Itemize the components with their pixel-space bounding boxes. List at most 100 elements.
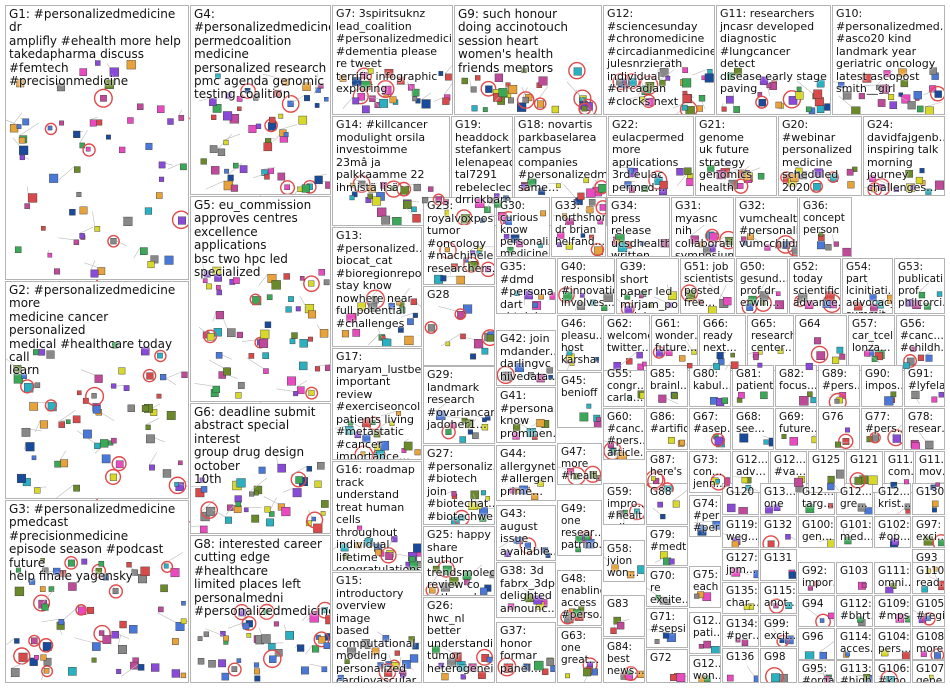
group-nodes bbox=[652, 338, 697, 369]
group-g98: G98 bbox=[760, 648, 797, 683]
self-loop bbox=[105, 468, 122, 486]
node-avatar bbox=[287, 376, 296, 386]
node-avatar bbox=[319, 329, 329, 338]
group-nodes bbox=[565, 350, 599, 370]
group-label: G51: job scientists posted free… bbox=[684, 261, 734, 309]
node-avatar bbox=[119, 620, 127, 629]
node-avatar bbox=[388, 303, 395, 310]
node-avatar bbox=[818, 231, 824, 237]
node-avatar bbox=[784, 635, 794, 645]
group-nodes bbox=[610, 616, 630, 634]
group-label: G12… #va… bbox=[774, 454, 806, 478]
node-avatar bbox=[924, 106, 934, 114]
group-label: G2: #personalizedmedicine more medicine … bbox=[9, 283, 176, 378]
group-nodes bbox=[930, 482, 944, 490]
node-avatar bbox=[864, 507, 872, 514]
node-avatar bbox=[725, 236, 733, 246]
group-g51: G51: job scientists posted free… bbox=[680, 258, 735, 314]
node-avatar bbox=[43, 657, 52, 666]
node-avatar bbox=[427, 324, 436, 332]
group-nodes bbox=[510, 416, 550, 440]
node-avatar bbox=[584, 534, 591, 541]
group-nodes bbox=[723, 533, 741, 547]
node-avatar bbox=[460, 214, 470, 224]
node-avatar bbox=[76, 390, 82, 396]
node-avatar bbox=[655, 349, 664, 357]
group-nodes bbox=[805, 337, 846, 370]
node-avatar bbox=[536, 373, 545, 383]
self-loop bbox=[838, 433, 854, 449]
node-avatar bbox=[921, 585, 928, 593]
group-nodes bbox=[617, 503, 644, 524]
node-avatar bbox=[289, 338, 296, 345]
node-avatar bbox=[697, 524, 704, 531]
node-avatar bbox=[845, 427, 850, 433]
node-avatar bbox=[864, 350, 871, 357]
self-loop bbox=[567, 466, 586, 484]
node-avatar bbox=[215, 284, 221, 290]
node-avatar bbox=[527, 178, 536, 188]
node-avatar bbox=[905, 170, 913, 178]
group-g3: G3: #personalizedmedicine pmedcast #prec… bbox=[5, 500, 189, 683]
node-avatar bbox=[629, 186, 635, 193]
self-loop bbox=[519, 537, 537, 555]
group-g85: G85: brainl… bbox=[646, 365, 688, 407]
node-avatar bbox=[730, 352, 735, 358]
node-avatar bbox=[221, 672, 230, 681]
self-loop bbox=[764, 667, 784, 682]
self-loop bbox=[280, 180, 296, 194]
self-loop bbox=[93, 88, 113, 108]
group-nodes bbox=[731, 567, 758, 579]
node-avatar bbox=[413, 543, 421, 553]
group-nodes bbox=[498, 536, 551, 558]
node-avatar bbox=[819, 618, 825, 623]
node-avatar bbox=[34, 382, 41, 388]
group-label: G27: #personaliz… #biotech join #biotech… bbox=[427, 447, 495, 523]
node-avatar bbox=[611, 564, 619, 572]
node-avatar bbox=[318, 269, 325, 276]
node-avatar bbox=[91, 393, 97, 399]
node-avatar bbox=[493, 193, 500, 199]
self-loop bbox=[681, 284, 699, 302]
group-g18: G18: novartis parkbaselarea campus compa… bbox=[514, 116, 607, 226]
group-g73: G73: con… jenn… bbox=[689, 451, 731, 493]
self-loop bbox=[639, 75, 659, 95]
group-g112: G112: #bhrt… bbox=[836, 595, 873, 627]
node-avatar bbox=[412, 312, 418, 318]
node-avatar bbox=[885, 676, 895, 682]
group-label: G108: more… bbox=[916, 631, 945, 655]
self-loop bbox=[497, 365, 515, 385]
node-avatar bbox=[758, 99, 767, 107]
node-avatar bbox=[407, 318, 414, 325]
self-loop bbox=[41, 665, 54, 678]
group-g111: G111: omni… bbox=[874, 562, 911, 594]
group-label: G48: enabling access #perso… bbox=[561, 573, 602, 621]
node-avatar bbox=[66, 419, 71, 425]
node-avatar bbox=[711, 646, 720, 653]
group-g128: G12… won… bbox=[689, 655, 721, 683]
node-avatar bbox=[178, 216, 186, 225]
group-g58: G58: jvion won… bbox=[603, 540, 645, 582]
group-nodes bbox=[560, 598, 594, 625]
node-avatar bbox=[400, 673, 406, 679]
node-avatar bbox=[467, 429, 473, 435]
node-avatar bbox=[645, 97, 654, 107]
node-avatar bbox=[816, 105, 825, 114]
group-nodes bbox=[658, 391, 679, 405]
node-avatar bbox=[524, 542, 532, 549]
node-avatar bbox=[906, 357, 915, 366]
node-avatar bbox=[799, 396, 809, 406]
node-avatar bbox=[556, 242, 562, 248]
node-avatar bbox=[494, 200, 502, 208]
self-loop bbox=[787, 241, 797, 256]
node-avatar bbox=[157, 352, 163, 359]
self-loop bbox=[44, 122, 58, 136]
node-avatar bbox=[482, 417, 487, 423]
node-avatar bbox=[813, 581, 819, 587]
group-label: G15: introductory overview image based c… bbox=[336, 574, 422, 683]
node-avatar bbox=[887, 294, 892, 304]
group-label: G76 bbox=[822, 411, 844, 423]
self-loop bbox=[733, 178, 749, 194]
node-avatar bbox=[376, 207, 387, 217]
node-avatar bbox=[485, 266, 492, 273]
